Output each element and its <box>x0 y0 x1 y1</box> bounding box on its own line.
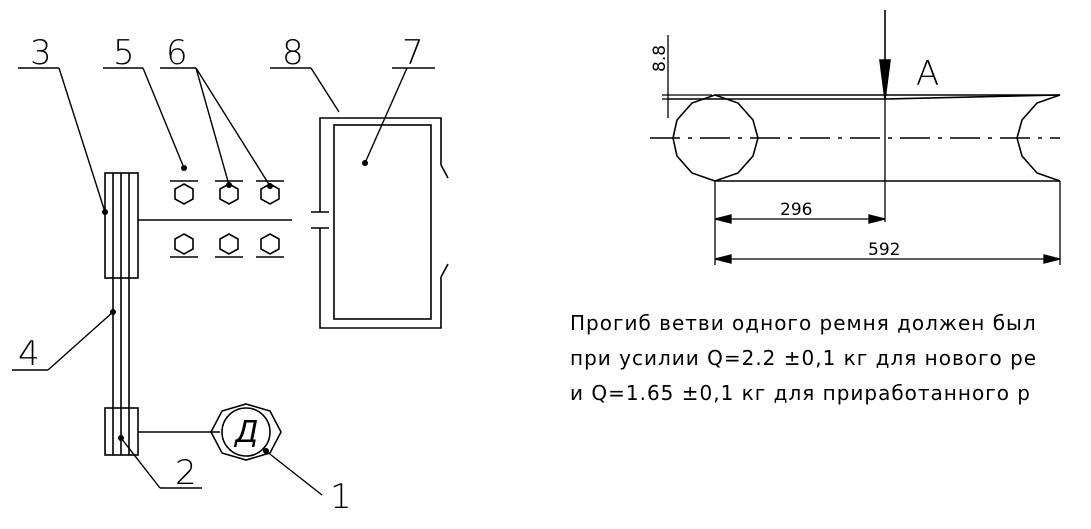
roller-group <box>170 180 284 258</box>
motor-symbol <box>210 403 282 461</box>
label-housing: 8 <box>282 33 304 73</box>
span-dimensions <box>714 99 1061 265</box>
detail-belt <box>650 94 1061 182</box>
label-motor: 1 <box>330 477 352 517</box>
label-rollers-pair: 6 <box>166 33 188 73</box>
leader-lines <box>12 67 435 496</box>
label-small-pulley: 2 <box>175 453 197 493</box>
large-pulley <box>104 172 139 279</box>
motor-letter: Д <box>233 415 258 450</box>
deflection-dimension <box>662 35 712 118</box>
housing <box>311 117 449 329</box>
label-housing-inner: 7 <box>402 33 424 73</box>
leader-dots <box>102 160 368 454</box>
full-span-value: 592 <box>868 240 900 260</box>
belt <box>112 278 130 408</box>
force-arrow <box>879 10 891 100</box>
note-line-1: Прогиб ветви одного ремня должен был <box>570 311 1037 335</box>
label-roller-upper: 5 <box>113 33 135 73</box>
label-large-pulley: 3 <box>30 33 52 73</box>
note-line-2: при усилии Q=2.2 ±0,1 кг для нового ре <box>570 346 1037 370</box>
deflection-value: 8.8 <box>650 45 670 72</box>
label-belt: 4 <box>18 334 40 374</box>
note-line-3: и Q=1.65 ±0,1 кг для приработанного р <box>570 381 1031 405</box>
half-span-value: 296 <box>780 200 812 220</box>
small-pulley <box>104 407 139 456</box>
force-label: A <box>916 54 939 94</box>
